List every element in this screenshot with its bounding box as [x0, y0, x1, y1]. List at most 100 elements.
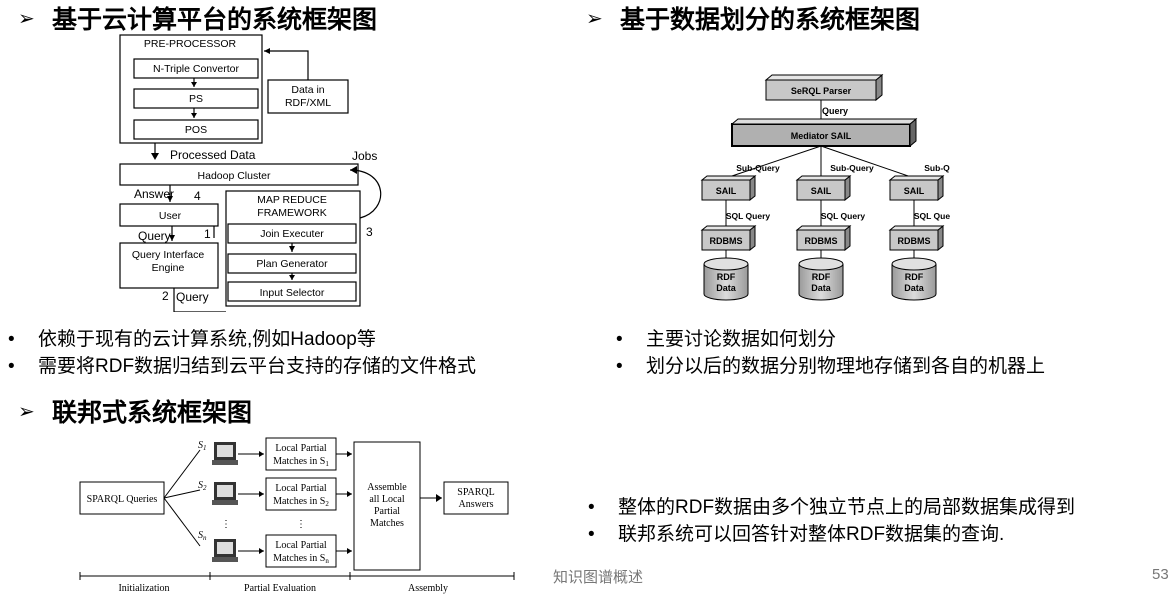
heading-federated: ➢ 联邦式系统框架图	[18, 393, 252, 429]
assemble-label-4: Matches	[370, 518, 404, 529]
pos-label: POS	[185, 124, 207, 136]
sparql-answers-label-2: Answers	[459, 499, 494, 510]
bullet-text: 需要将RDF数据归结到云平台支持的存储的文件格式	[38, 356, 477, 377]
matches-in-label-n: Matches in Sn	[273, 553, 329, 565]
phase-initialization-label: Initialization	[118, 583, 169, 594]
federated-framework-diagram: SPARQL Queries Local Partial Matches in …	[79, 437, 515, 594]
ntriple-label: N-Triple Convertor	[153, 63, 239, 75]
sql-query-label: SQL Query	[726, 211, 771, 221]
bullet-dot-icon: •	[616, 356, 623, 377]
data-in-label-2: RDF/XML	[285, 97, 331, 109]
input-label: Input Selector	[260, 287, 325, 299]
local-partial-label-1: Local Partial	[275, 443, 327, 454]
sql-query-label: SQL Query	[914, 211, 950, 221]
data-label: Data	[716, 283, 737, 293]
query-engine-label-2: Engine	[152, 262, 185, 274]
site-label-1: S1	[198, 440, 207, 452]
data-in-label-1: Data in	[291, 84, 324, 96]
query-label-1: Query	[138, 229, 171, 243]
hadoop-label: Hadoop Cluster	[198, 170, 271, 182]
bullet-dot-icon: •	[588, 524, 595, 545]
site-label-2: S2	[198, 480, 207, 492]
answer-label: Answer	[134, 187, 174, 201]
query-engine-box	[119, 242, 219, 289]
sail-label: SAIL	[811, 186, 832, 196]
rdbms-label: RDBMS	[710, 236, 743, 246]
step-4-label: 4	[194, 189, 201, 203]
partition-bullets: •主要讨论数据如何划分 • 划分以后的数据分别物理地存储到各自的机器上	[616, 326, 1045, 380]
input-box	[227, 281, 357, 302]
step-3-label: 3	[366, 225, 373, 239]
mediator-sail-label: Mediator SAIL	[791, 131, 852, 141]
assemble-label-1: Assemble	[367, 482, 407, 493]
heading-cloud-text: 基于云计算平台的系统框架图	[52, 6, 378, 34]
sub-query-label: Sub-Query	[924, 163, 950, 173]
bullet-text: 整体的RDF数据由多个独立节点上的局部数据集成得到	[618, 497, 1076, 518]
computer-icon-2	[212, 482, 238, 505]
data-label: Data	[811, 283, 832, 293]
preprocessor-label: PRE-PROCESSOR	[144, 38, 237, 50]
bullet-dot-icon: •	[8, 356, 15, 377]
arrow-bullet-icon: ➢	[586, 7, 603, 30]
assemble-label-2: all Local	[369, 494, 404, 505]
plan-label: Plan Generator	[256, 258, 328, 270]
bullet-dot-icon: •	[588, 497, 595, 518]
arrow-bullet-icon: ➢	[18, 7, 35, 30]
ntriple-box	[133, 58, 259, 79]
bullet-dot-icon: •	[616, 329, 623, 350]
bullet-text: 划分以后的数据分别物理地存储到各自的机器上	[646, 356, 1046, 377]
bullet-item: • 依赖于现有的云计算系统,例如Hadoop等	[8, 326, 476, 353]
assemble-label-3: Partial	[374, 506, 400, 517]
footer-title: 知识图谱概述	[553, 569, 644, 586]
page-number: 53	[1152, 566, 1169, 583]
sub-query-label: Sub-Query	[736, 163, 780, 173]
bullet-item: • 需要将RDF数据归结到云平台支持的存储的文件格式	[8, 353, 476, 380]
bullet-item: • 整体的RDF数据由多个独立节点上的局部数据集成得到	[588, 494, 1075, 521]
bullet-text: 依赖于现有的云计算系统,例如Hadoop等	[38, 329, 376, 350]
heading-partition: ➢ 基于数据划分的系统框架图	[586, 0, 920, 36]
federated-bullets: • 整体的RDF数据由多个独立节点上的局部数据集成得到 •联邦系统可以回答针对整体…	[588, 494, 1075, 548]
query-label-2: Query	[176, 290, 209, 304]
heading-federated-text: 联邦式系统框架图	[52, 399, 253, 427]
ps-box	[133, 88, 259, 109]
bullet-item: •主要讨论数据如何划分	[616, 326, 1045, 353]
assemble-box	[353, 441, 421, 571]
heading-partition-text: 基于数据划分的系统框架图	[620, 6, 921, 34]
hadoop-box	[119, 163, 359, 186]
bullet-dot-icon: •	[8, 329, 15, 350]
local-partial-label-2: Local Partial	[275, 483, 327, 494]
vertical-dots-2: ⋮	[296, 519, 306, 530]
query-label: Query	[822, 106, 848, 116]
sail-label: SAIL	[716, 186, 737, 196]
jobs-label: Jobs	[352, 149, 377, 163]
site-label-n: Sn	[198, 530, 207, 542]
phase-assembly-label: Assembly	[408, 583, 448, 594]
preprocessor-box	[119, 34, 263, 144]
arrow-bullet-icon: ➢	[18, 400, 35, 423]
vertical-dots-1: ⋮	[221, 519, 231, 530]
step-1-label: 1	[204, 227, 211, 241]
matches-in-label-1: Matches in S1	[273, 456, 329, 468]
rdf-label: RDF	[905, 272, 924, 282]
phase-partial-evaluation-label: Partial Evaluation	[244, 583, 316, 594]
computer-icon-1	[212, 442, 238, 465]
pos-box	[133, 119, 259, 140]
rdf-label: RDF	[812, 272, 831, 282]
matches-in-label-2: Matches in S2	[273, 496, 329, 508]
local-partial-label-n: Local Partial	[275, 540, 327, 551]
step-2-label: 2	[162, 289, 169, 303]
sparql-answers-label-1: SPARQL	[457, 487, 494, 498]
bullet-item: •联邦系统可以回答针对整体RDF数据集的查询.	[588, 521, 1075, 548]
mapreduce-box	[225, 190, 361, 307]
rdbms-label: RDBMS	[898, 236, 931, 246]
query-engine-label-1: Query Interface	[132, 249, 205, 261]
user-box	[119, 203, 219, 227]
mapreduce-label-1: MAP REDUCE	[257, 194, 327, 206]
rdf-label: RDF	[717, 272, 736, 282]
sparql-answers-box	[443, 481, 509, 515]
partition-framework-diagram: SeRQL Parser Query Mediator SAIL SAILRDB…	[700, 73, 950, 301]
cloud-framework-diagram: PRE-PROCESSOR N-Triple Convertor PS POS …	[119, 34, 382, 312]
